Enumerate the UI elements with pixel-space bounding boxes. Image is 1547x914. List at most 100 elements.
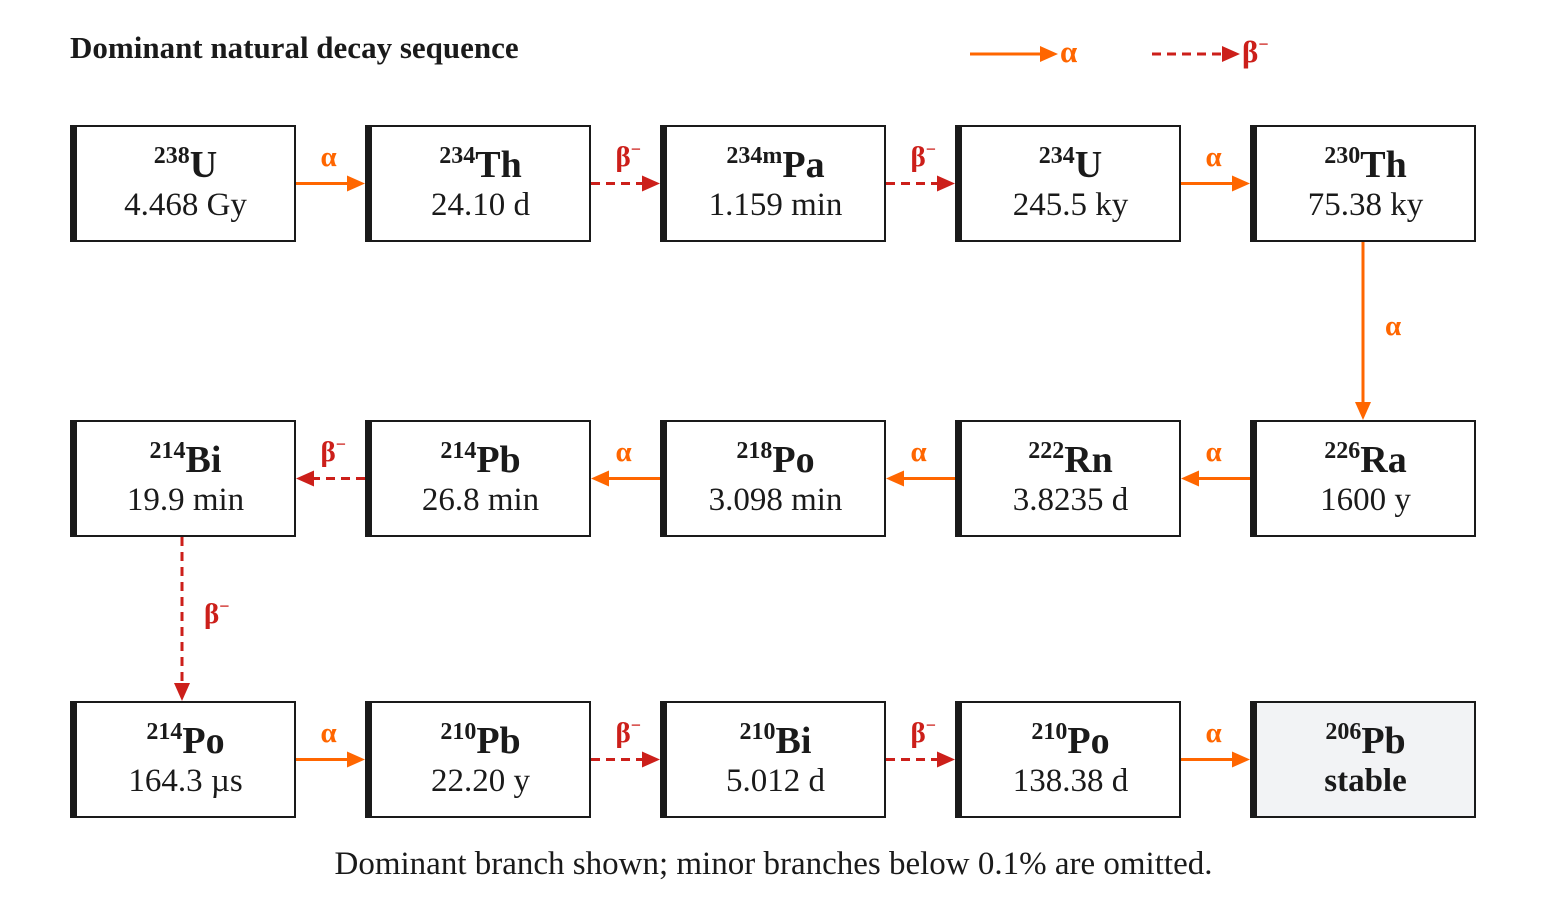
half-life: 5.012 d (726, 763, 825, 799)
element-symbol: Ra (1360, 439, 1407, 481)
decay-arrow-alpha (296, 751, 365, 768)
decay-label-alpha: α (320, 140, 337, 173)
decay-label-alpha: α (320, 716, 337, 749)
half-life: 1.159 min (708, 187, 843, 223)
nuclide-symbol: 214Pb (372, 438, 589, 485)
element-symbol: Pb (1361, 720, 1406, 762)
mass-number: 210 (1031, 719, 1068, 745)
legend-alpha-label: α (1060, 34, 1078, 69)
element-symbol: Pa (782, 144, 825, 186)
legend-beta-label: β− (1242, 34, 1269, 69)
legend-alpha-arrow-icon (970, 46, 1058, 62)
element-symbol: Po (182, 720, 225, 762)
decay-arrow-beta (174, 537, 190, 701)
nuclide-symbol: 226Ra (1257, 438, 1474, 485)
legend-beta: β− (1152, 32, 1292, 72)
half-life: 4.468 Gy (124, 187, 247, 223)
half-life: 19.9 min (126, 482, 245, 518)
decay-label-alpha: α (910, 435, 927, 468)
nuclide-symbol: 222Rn (962, 438, 1179, 485)
half-life: 3.098 min (708, 482, 843, 518)
half-life: 26.8 min (421, 482, 540, 518)
mass-number: 234m (726, 143, 783, 169)
nuclide-symbol: 230Th (1257, 143, 1474, 190)
half-life: 164.3 µs (128, 763, 243, 799)
element-symbol: U (1074, 144, 1103, 186)
element-symbol: Po (772, 439, 815, 481)
decay-arrow-beta (886, 175, 955, 192)
nuclide-symbol: 238U (77, 143, 294, 190)
decay-arrow-alpha (886, 470, 955, 487)
decay-arrow-alpha (1181, 751, 1250, 768)
element-symbol: Th (1360, 144, 1407, 186)
mass-number: 222 (1028, 438, 1065, 464)
stability-label: stable (1324, 763, 1407, 799)
decay-arrow-beta (296, 470, 365, 487)
mass-number: 230 (1324, 143, 1361, 169)
half-life: 24.10 d (431, 187, 530, 223)
decay-arrow-alpha (1181, 470, 1250, 487)
element-symbol: Bi (775, 720, 812, 762)
decay-label-alpha: α (1385, 310, 1402, 342)
legend-beta-arrow-icon (1152, 46, 1240, 62)
footnote: Dominant branch shown; minor branches be… (334, 846, 1213, 882)
half-life: 245.5 ky (1012, 187, 1129, 223)
mass-number: 210 (739, 719, 776, 745)
legend-alpha: α (970, 32, 1100, 72)
element-symbol: U (189, 144, 218, 186)
decay-label-beta: β− (320, 433, 347, 468)
decay-arrow-beta (591, 175, 660, 192)
mass-number: 214 (149, 438, 186, 464)
decay-label-alpha: α (615, 435, 632, 468)
decay-arrow-alpha (1355, 242, 1371, 420)
mass-number: 234 (1038, 143, 1075, 169)
element-symbol: Rn (1064, 439, 1113, 481)
half-life: 138.38 d (1012, 763, 1129, 799)
element-symbol: Po (1067, 720, 1110, 762)
element-symbol: Th (475, 144, 522, 186)
mass-number: 226 (1324, 438, 1361, 464)
nuclide-symbol: 210Pb (372, 719, 589, 766)
mass-number: 206 (1325, 719, 1362, 745)
nuclide-symbol: 210Bi (667, 719, 884, 766)
decay-label-beta: β− (615, 138, 642, 173)
nuclide-symbol: 206Pb (1257, 719, 1474, 766)
decay-label-beta: β− (615, 714, 642, 749)
nuclide-symbol: 234mPa (667, 143, 884, 190)
half-life: 3.8235 d (1012, 482, 1129, 518)
decay-label-alpha: α (1205, 435, 1222, 468)
mass-number: 210 (440, 719, 477, 745)
decay-label-beta: β− (910, 714, 937, 749)
nuclide-symbol: 214Po (77, 719, 294, 766)
decay-label-alpha: α (1205, 140, 1222, 173)
element-symbol: Bi (185, 439, 222, 481)
element-symbol: Pb (476, 720, 521, 762)
decay-label-beta: β− (204, 596, 230, 630)
decay-arrow-beta (886, 751, 955, 768)
decay-arrow-beta (591, 751, 660, 768)
half-life: 22.20 y (431, 763, 530, 799)
mass-number: 238 (153, 143, 190, 169)
half-life: 1600 y (1320, 482, 1411, 518)
nuclide-symbol: 234U (962, 143, 1179, 190)
mass-number: 214 (440, 438, 477, 464)
mass-number: 234 (439, 143, 476, 169)
decay-label-beta: β− (910, 138, 937, 173)
nuclide-symbol: 234Th (372, 143, 589, 190)
nuclide-symbol: 218Po (667, 438, 884, 485)
